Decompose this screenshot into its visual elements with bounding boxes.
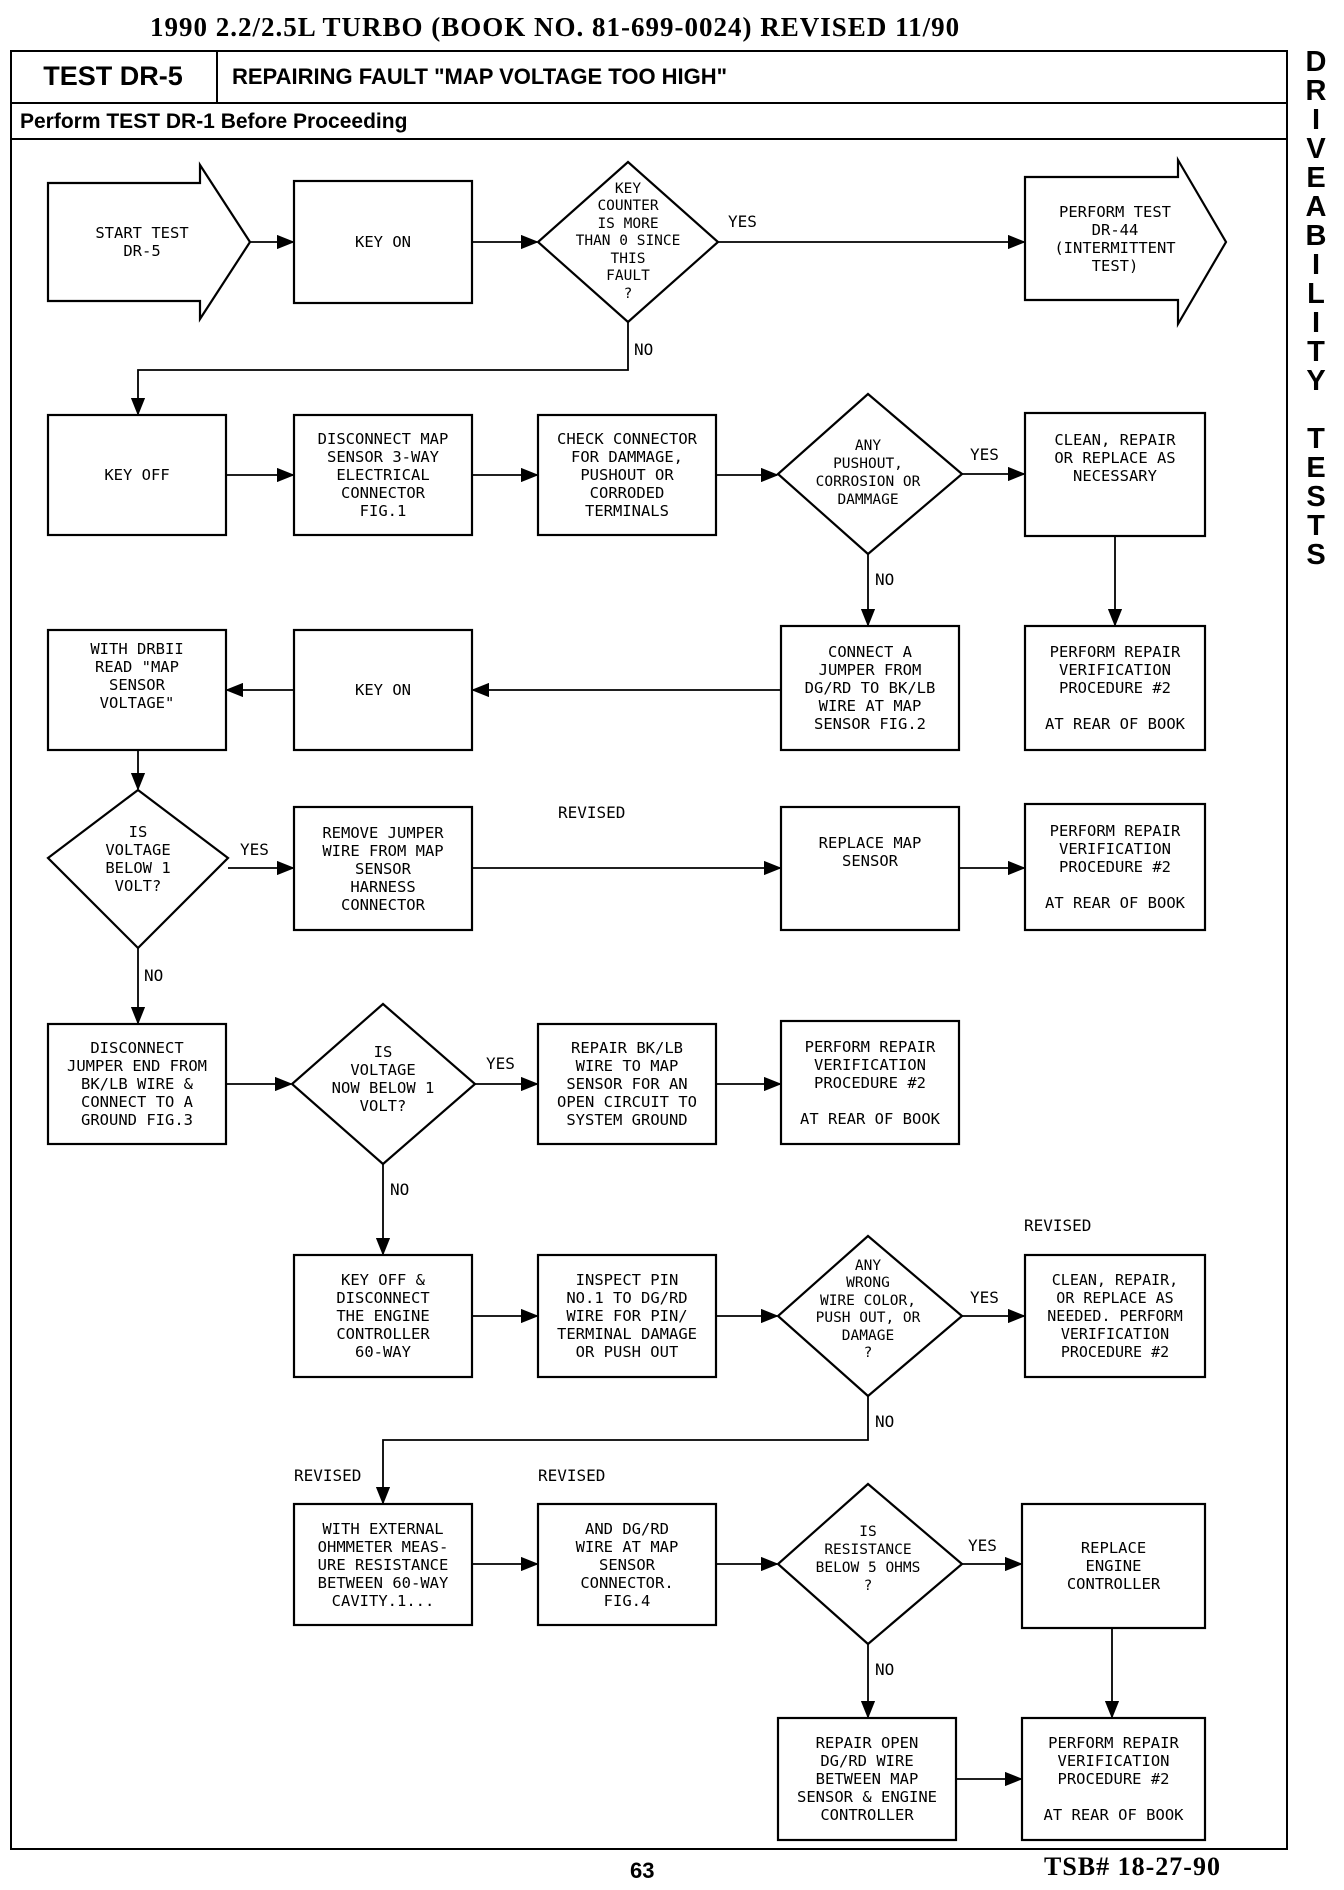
key-on-box xyxy=(292,179,474,305)
prerequisite-row: Perform TEST DR-1 Before Proceeding xyxy=(10,104,1288,140)
side-letter: V xyxy=(1306,133,1326,165)
counter-decision-node: KEY COUNTER IS MORE THAN 0 SINCE THIS FA… xyxy=(575,180,681,302)
verify2-box xyxy=(1023,802,1207,932)
page-frame xyxy=(10,50,1288,1850)
side-letter: S xyxy=(1306,539,1326,571)
side-letter: B xyxy=(1305,220,1327,252)
side-letter: L xyxy=(1307,278,1325,310)
verify1-box xyxy=(1023,624,1207,752)
document-header-line: 1990 2.2/2.5L TURBO (BOOK NO. 81-699-002… xyxy=(150,12,961,42)
side-letter: A xyxy=(1305,191,1327,223)
key-off2-node: KEY OFF & DISCONNECT THE ENGINE CONTROLL… xyxy=(336,1271,430,1361)
yes-label: YES xyxy=(240,840,269,859)
revised-label: REVISED xyxy=(1024,1216,1092,1235)
key-off-node: KEY OFF xyxy=(104,466,170,484)
verify4-box xyxy=(1020,1716,1207,1842)
side-letter: T xyxy=(1307,510,1325,542)
side-letter: I xyxy=(1311,104,1321,136)
remove-jumper-node: REMOVE JUMPER WIRE FROM MAP SENSOR HARNE… xyxy=(322,823,444,914)
verify4-node: PERFORM REPAIR VERIFICATION PROCEDURE #2… xyxy=(1043,1734,1184,1824)
repair-bk-node: REPAIR BK/LB WIRE TO MAP SENSOR FOR AN O… xyxy=(557,1039,697,1129)
disconnect-map-node: DISCONNECT MAP SENSOR 3-WAY ELECTRICAL C… xyxy=(317,430,449,520)
prerequisite-text: Perform TEST DR-1 Before Proceeding xyxy=(20,110,408,133)
yes-label: YES xyxy=(968,1536,997,1555)
page-number: 63 xyxy=(630,1858,655,1883)
no-label: NO xyxy=(875,1412,895,1431)
key-off2-box xyxy=(292,1253,474,1379)
revised-label: REVISED xyxy=(558,803,626,822)
test-title: REPAIRING FAULT "MAP VOLTAGE TOO HIGH" xyxy=(232,64,728,89)
verify3-node: PERFORM REPAIR VERIFICATION PROCEDURE #2… xyxy=(800,1037,940,1128)
no-label: NO xyxy=(144,966,164,985)
side-letter: S xyxy=(1306,481,1326,513)
resist-decision-node: IS RESISTANCE BELOW 5 OHMS ? xyxy=(815,1524,921,1594)
replace-map-box xyxy=(779,805,961,932)
pushout-decision-node: ANY PUSHOUT, CORROSION OR DAMMAGE xyxy=(815,438,921,508)
no-label: NO xyxy=(634,340,654,359)
check-conn-box xyxy=(536,413,718,537)
ohm1-box xyxy=(292,1502,474,1627)
yes-label: YES xyxy=(486,1054,515,1073)
side-label: D R I V E A B I L I T Y T E S T S xyxy=(1296,48,1336,570)
key-off-box xyxy=(46,413,228,537)
tsb-number: TSB# 18-27-90 xyxy=(1044,1852,1221,1881)
verify2-node: PERFORM REPAIR VERIFICATION PROCEDURE #2… xyxy=(1045,822,1185,912)
check-conn-node: CHECK CONNECTOR FOR DAMMAGE, PUSHOUT OR … xyxy=(557,430,697,520)
ohm2-box xyxy=(536,1502,718,1627)
volt2-decision-node: IS VOLTAGE NOW BELOW 1 VOLT? xyxy=(331,1043,435,1115)
side-letter: E xyxy=(1306,162,1326,194)
replace-ec-node: REPLACE ENGINE CONTROLLER xyxy=(1066,1539,1161,1593)
clean2-node: CLEAN, REPAIR, OR REPLACE AS NEEDED. PER… xyxy=(1047,1271,1183,1361)
replace-ec-box xyxy=(1020,1502,1207,1630)
repair-bk-box xyxy=(536,1022,718,1146)
ohm2-node: AND DG/RD WIRE AT MAP SENSOR CONNECTOR. … xyxy=(575,1519,679,1610)
ohm1-node: WITH EXTERNAL OHMMETER MEAS- URE RESISTA… xyxy=(317,1519,449,1610)
yes-label: YES xyxy=(970,445,999,464)
inspect-pin-box xyxy=(536,1253,718,1379)
revised-label: REVISED xyxy=(538,1466,606,1485)
side-letter: I xyxy=(1311,249,1321,281)
clean1-box xyxy=(1023,411,1207,538)
disconnect-jumper-box xyxy=(46,1022,228,1146)
yes-label: YES xyxy=(970,1288,999,1307)
verify1-node: PERFORM REPAIR VERIFICATION PROCEDURE #2… xyxy=(1045,643,1185,733)
dr44-arrow-shape xyxy=(1023,155,1228,329)
dr44-node: PERFORM TEST DR-44 (INTERMITTENT TEST) xyxy=(1054,202,1176,275)
no-label: NO xyxy=(875,570,895,589)
side-letter: T xyxy=(1307,336,1325,368)
clean2-box xyxy=(1023,1253,1207,1379)
side-letter: R xyxy=(1305,75,1327,107)
key-on2-node: KEY ON xyxy=(355,681,411,699)
title-row: TEST DR-5 REPAIRING FAULT "MAP VOLTAGE T… xyxy=(10,50,1288,104)
start-arrow-shape xyxy=(46,161,252,323)
jumper-box xyxy=(779,624,961,752)
inspect-pin-node: INSPECT PIN NO.1 TO DG/RD WIRE FOR PIN/ … xyxy=(557,1271,697,1361)
verify3-box xyxy=(779,1019,961,1146)
revised-label: REVISED xyxy=(294,1466,362,1485)
side-letter: E xyxy=(1306,452,1326,484)
drb-node: WITH DRBII READ "MAP SENSOR VOLTAGE" xyxy=(90,640,184,712)
clean1-node: CLEAN, REPAIR OR REPLACE AS NECESSARY xyxy=(1054,431,1176,485)
replace-map-node: REPLACE MAP SENSOR xyxy=(818,834,922,870)
no-label: NO xyxy=(875,1660,895,1679)
disconnect-jumper-node: DISCONNECT JUMPER END FROM BK/LB WIRE & … xyxy=(67,1039,207,1129)
disconnect-map-box xyxy=(292,413,474,537)
no-label: NO xyxy=(390,1180,410,1199)
key-on-node: KEY ON xyxy=(355,233,411,251)
side-letter: Y xyxy=(1306,365,1326,397)
test-id: TEST DR-5 xyxy=(10,50,218,102)
yes-label: YES xyxy=(728,212,757,231)
volt1-decision-node: IS VOLTAGE BELOW 1 VOLT? xyxy=(105,823,171,895)
side-letter: D xyxy=(1305,46,1327,78)
side-letter: I xyxy=(1311,307,1321,339)
repair-open-node: REPAIR OPEN DG/RD WIRE BETWEEN MAP SENSO… xyxy=(797,1734,937,1824)
wrong-decision-node: ANY WRONG WIRE COLOR, PUSH OUT, OR DAMAG… xyxy=(815,1257,921,1362)
start-node: START TEST DR-5 xyxy=(95,224,189,260)
repair-open-box xyxy=(776,1716,958,1842)
jumper-node: CONNECT A JUMPER FROM DG/RD TO BK/LB WIR… xyxy=(804,643,936,733)
side-letter: T xyxy=(1307,423,1325,455)
